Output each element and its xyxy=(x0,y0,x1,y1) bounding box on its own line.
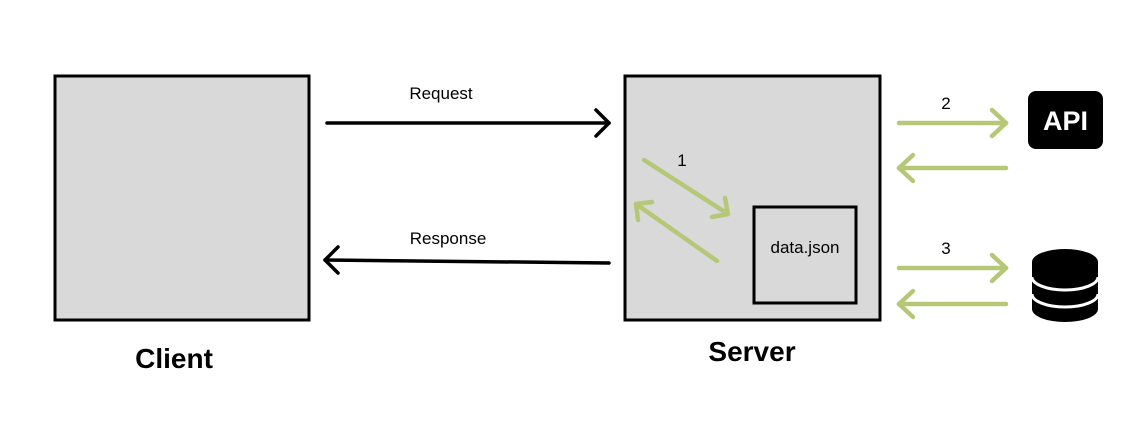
step1-arrows: 1 xyxy=(633,151,731,264)
step2-label: 2 xyxy=(941,94,950,113)
client-label: Client xyxy=(135,343,213,374)
step3-label: 3 xyxy=(941,239,950,258)
data-json-label: data.json xyxy=(771,238,840,257)
client-box xyxy=(53,74,311,322)
step2-arrows: 2 xyxy=(896,94,1009,184)
response-label: Response xyxy=(410,229,487,248)
server-label: Server xyxy=(708,336,795,367)
data-json-box xyxy=(752,205,858,305)
server-node: data.json Server xyxy=(623,74,882,367)
step3-arrows: 3 xyxy=(896,239,1009,320)
database-icon xyxy=(1030,249,1100,322)
response-arrow: Response xyxy=(323,229,611,275)
step1-label: 1 xyxy=(677,151,686,170)
api-icon: API xyxy=(1028,91,1103,149)
request-label: Request xyxy=(409,84,473,103)
client-node: Client xyxy=(53,74,311,374)
request-arrow: Request xyxy=(325,84,611,138)
api-label: API xyxy=(1043,106,1088,136)
